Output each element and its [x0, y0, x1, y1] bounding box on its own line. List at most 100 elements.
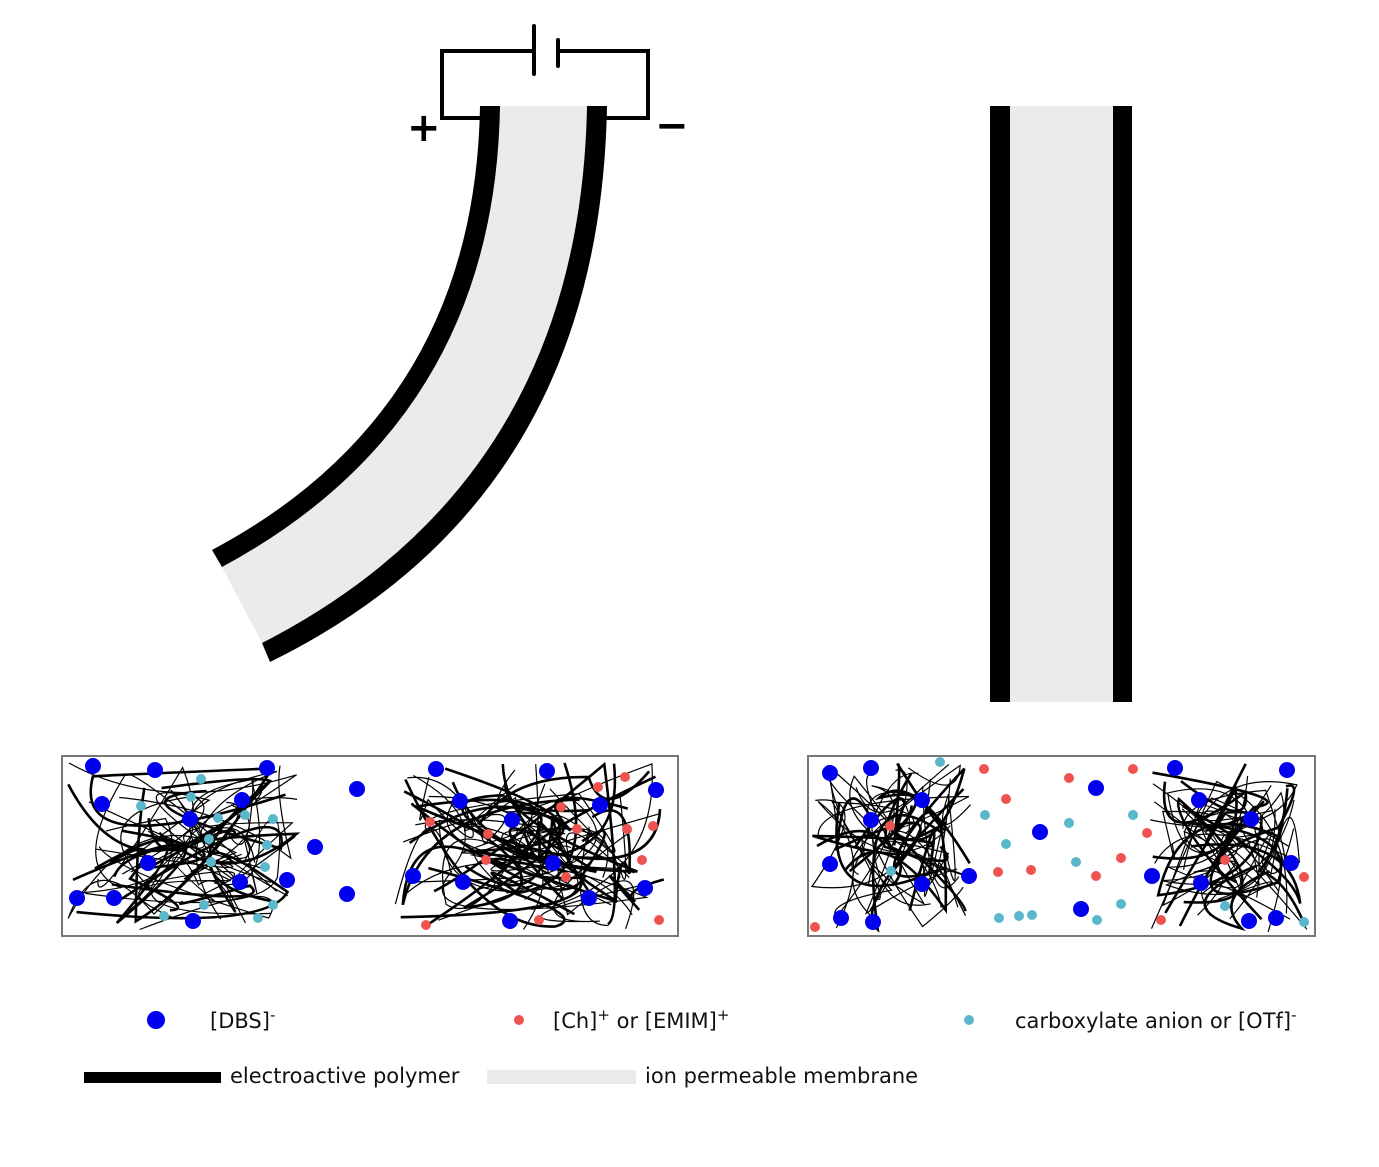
polymer-chain — [540, 830, 651, 923]
dbs-ion — [1243, 811, 1259, 827]
anion-ion — [206, 857, 216, 867]
dbs-ion — [182, 811, 198, 827]
cation-ion — [593, 782, 603, 792]
dbs-ion — [961, 868, 977, 884]
cation-ion — [1299, 872, 1309, 882]
anion-ion — [886, 866, 896, 876]
cation-ion — [534, 915, 544, 925]
dbs-ion — [865, 914, 881, 930]
dbs-ion — [234, 792, 250, 808]
dbs-ion — [147, 762, 163, 778]
dbs-ion — [94, 796, 110, 812]
legend-anion-dot — [964, 1015, 974, 1025]
polymer-chain — [89, 767, 286, 827]
cation-ion — [1220, 855, 1230, 865]
cation-ion — [810, 922, 820, 932]
cation-ion — [885, 821, 895, 831]
anion-ion — [196, 774, 206, 784]
dbs-ion — [648, 782, 664, 798]
dbs-ion — [914, 876, 930, 892]
polymer-chain — [438, 850, 567, 921]
polymer-chain — [410, 775, 657, 891]
dbs-ion — [85, 758, 101, 774]
polymer-chain — [438, 819, 567, 930]
polymer-chain — [461, 793, 590, 875]
bent-state-ion-box — [61, 755, 679, 937]
battery-circuit — [440, 24, 650, 120]
anion-ion — [268, 900, 278, 910]
anion-ion — [1220, 901, 1230, 911]
neutral-state-ion-box — [807, 755, 1316, 937]
anion-ion — [935, 757, 945, 767]
anion-ion — [262, 840, 272, 850]
polymer-chain — [111, 883, 255, 905]
positive-terminal-sign: + — [407, 105, 441, 151]
dbs-ion — [539, 763, 555, 779]
anion-ion — [980, 810, 990, 820]
legend-polymer-label: electroactive polymer — [230, 1064, 460, 1088]
polymer-chain — [816, 829, 949, 863]
anion-ion — [1071, 857, 1081, 867]
dbs-ion — [592, 797, 608, 813]
dbs-ion — [914, 792, 930, 808]
dbs-ion — [637, 880, 653, 896]
polymer-chain — [1156, 815, 1282, 897]
anion-ion — [1116, 899, 1126, 909]
dbs-ion — [822, 765, 838, 781]
anion-ion — [1064, 818, 1074, 828]
anion-ion — [1027, 910, 1037, 920]
cation-ion — [556, 802, 566, 812]
polymer-chain — [1181, 800, 1283, 896]
dbs-ion — [428, 761, 444, 777]
legend-membrane-label: ion permeable membrane — [645, 1064, 919, 1088]
polymer-chain — [812, 834, 934, 856]
legend-marks — [84, 1011, 974, 1084]
dbs-ion — [185, 913, 201, 929]
cation-ion — [620, 772, 630, 782]
dbs-ion — [455, 874, 471, 890]
polymer-chain — [1150, 780, 1288, 929]
cation-ion — [654, 915, 664, 925]
polymer-chain — [477, 770, 651, 826]
anion-ion — [1001, 839, 1011, 849]
polymer-chain — [433, 761, 617, 926]
dbs-ion — [1283, 855, 1299, 871]
dbs-ion — [1073, 901, 1089, 917]
dbs-ion — [504, 812, 520, 828]
polymer-chain — [1162, 797, 1220, 907]
polymer-chain — [831, 801, 915, 901]
cation-ion — [425, 817, 435, 827]
polymer-chain — [839, 785, 911, 913]
polymer-chain — [142, 827, 256, 895]
polymer-chain — [461, 827, 633, 916]
polymer-chain — [424, 788, 616, 853]
cation-ion — [993, 867, 1003, 877]
polymer-chain — [893, 763, 946, 846]
dbs-ion — [863, 760, 879, 776]
dbs-ion — [307, 839, 323, 855]
polymer-chain — [1223, 846, 1308, 930]
dbs-ion — [1268, 910, 1284, 926]
straight-actuator — [990, 106, 1132, 702]
dbs-ion — [106, 890, 122, 906]
legend-dbs-label: [DBS]- — [210, 1006, 276, 1033]
polymer-chain — [556, 845, 635, 929]
anion-ion — [136, 801, 146, 811]
dbs-ion — [545, 855, 561, 871]
polymer-chain — [464, 815, 572, 887]
bent-actuator — [212, 106, 607, 662]
dbs-ion — [581, 890, 597, 906]
legend-membrane-swatch — [487, 1070, 636, 1084]
polymer-chain — [113, 831, 301, 878]
dbs-ion — [1241, 913, 1257, 929]
anion-ion — [268, 814, 278, 824]
anion-ion — [199, 900, 209, 910]
anion-ion — [1128, 810, 1138, 820]
polymer-chain — [1176, 796, 1263, 920]
anion-ion — [213, 813, 223, 823]
polymer-chain — [119, 765, 292, 860]
polymer-chain — [68, 762, 297, 873]
cation-ion — [1026, 865, 1036, 875]
anion-ion — [1299, 917, 1309, 927]
dbs-ion — [349, 781, 365, 797]
